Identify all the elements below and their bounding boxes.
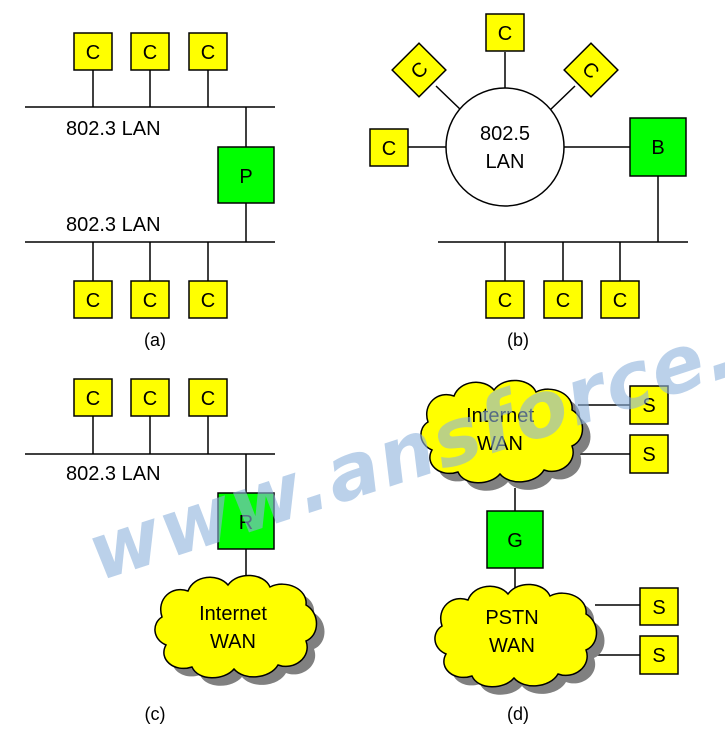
client-box: C (188, 32, 228, 71)
gateway-label: G (507, 530, 523, 552)
panel-a: C C C 802.3 LAN P 802.3 LAN C C C (25, 32, 275, 350)
client-label: C (382, 138, 396, 160)
client-label: C (201, 290, 215, 312)
server-label: S (642, 444, 655, 466)
caption-c: (c) (145, 704, 166, 724)
panel-d: Internet WAN G PSTN WAN S S S S (420, 379, 679, 724)
client-box: C (73, 32, 113, 71)
panel-b: 802.5 LAN C C C C B C (369, 13, 688, 350)
client-label: C (86, 290, 100, 312)
client-box: C (130, 378, 170, 417)
client-box: C (485, 280, 525, 319)
token-ring: 802.5 LAN (445, 87, 565, 207)
ring-label-line2: LAN (486, 151, 525, 173)
cloud-label-line2: WAN (210, 631, 256, 653)
client-box: C (543, 280, 583, 319)
cloud-label-line1: Internet (199, 603, 267, 625)
server-label: S (652, 597, 665, 619)
client-box: C (188, 280, 228, 319)
gateway-box: G (486, 510, 544, 569)
server-label: S (642, 395, 655, 417)
internet-cloud: Internet WAN (154, 574, 325, 686)
client-box: C (563, 42, 619, 98)
client-label: C (556, 290, 570, 312)
client-box: C (130, 280, 170, 319)
repeater-label: P (239, 166, 252, 188)
client-box: C (73, 378, 113, 417)
internet-cloud: Internet WAN (420, 379, 591, 491)
client-box: C (369, 128, 409, 167)
client-label: C (143, 42, 157, 64)
client-label: C (86, 388, 100, 410)
router-label: R (239, 512, 253, 534)
client-box: C (130, 32, 170, 71)
cloud-label-line2: WAN (489, 635, 535, 657)
client-box: C (485, 13, 525, 52)
client-box: C (600, 280, 640, 319)
pstn-cloud: PSTN WAN (434, 583, 605, 695)
client-label: C (201, 388, 215, 410)
panel-c: C C C 802.3 LAN R Internet WAN (c) (25, 378, 325, 724)
bridge-label: B (651, 137, 664, 159)
client-box: C (391, 42, 447, 98)
client-label: C (86, 42, 100, 64)
server-box: S (639, 587, 679, 626)
cloud-label-line2: WAN (477, 433, 523, 455)
server-box: S (639, 635, 679, 675)
caption-d: (d) (507, 704, 529, 724)
client-label: C (143, 388, 157, 410)
client-label: C (143, 290, 157, 312)
router-box: R (217, 492, 275, 550)
ring-label-line1: 802.5 (480, 123, 530, 145)
caption-a: (a) (144, 330, 166, 350)
client-label: C (201, 42, 215, 64)
caption-b: (b) (507, 330, 529, 350)
server-label: S (652, 645, 665, 667)
server-box: S (629, 385, 669, 425)
client-label: C (613, 290, 627, 312)
lan-label-bottom: 802.3 LAN (66, 214, 161, 236)
repeater-box: P (217, 146, 275, 204)
lan-label: 802.3 LAN (66, 463, 161, 485)
client-label: C (498, 23, 512, 45)
client-box: C (73, 280, 113, 319)
client-label: C (498, 290, 512, 312)
server-box: S (629, 434, 669, 474)
client-box: C (188, 378, 228, 417)
bridge-box: B (629, 117, 687, 177)
lan-label-top: 802.3 LAN (66, 118, 161, 140)
cloud-label-line1: Internet (466, 405, 534, 427)
cloud-label-line1: PSTN (485, 607, 538, 629)
